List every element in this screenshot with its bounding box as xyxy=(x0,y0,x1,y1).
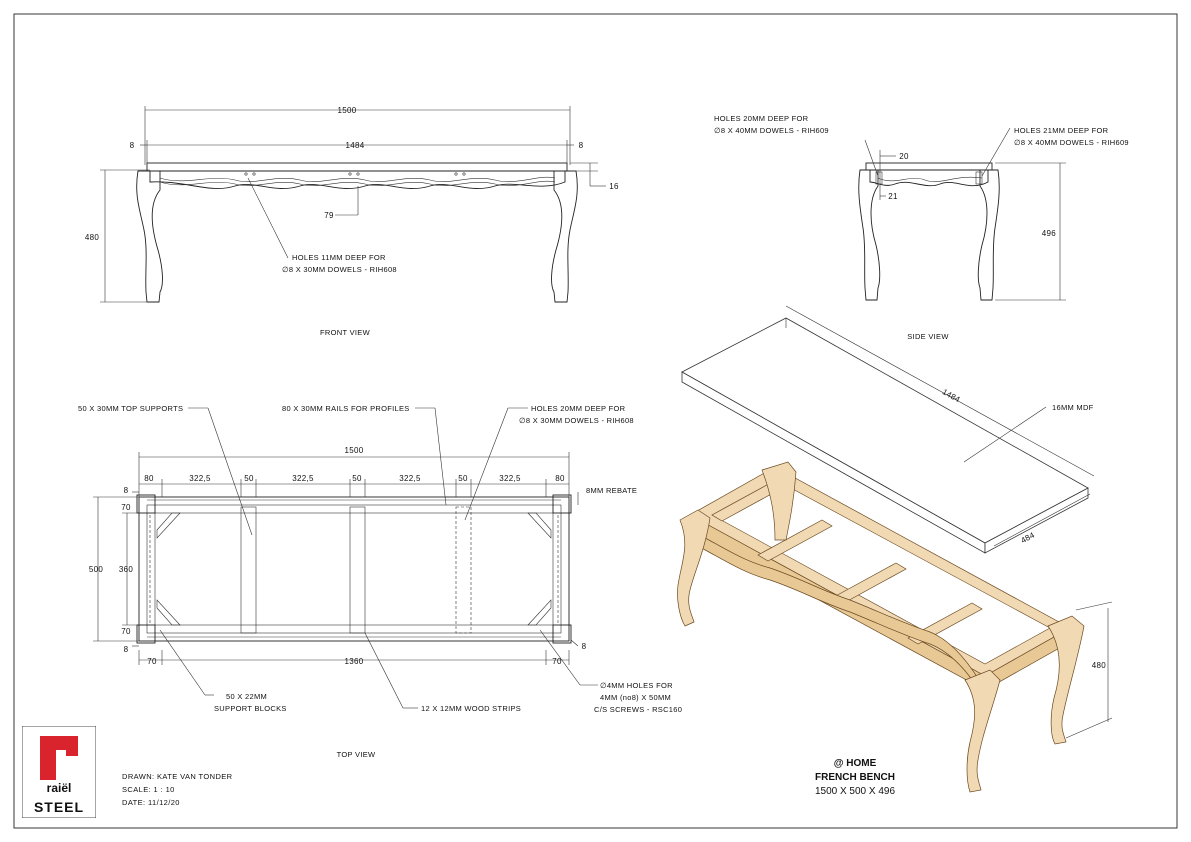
front-note-line2: ∅8 X 30MM DOWELS - RIH608 xyxy=(282,265,397,274)
side-dim-20: 20 xyxy=(899,152,909,161)
top-dim-seg: 322,5 xyxy=(292,474,314,483)
side-note-right-2: ∅8 X 40MM DOWELS - RIH609 xyxy=(1014,138,1129,147)
side-note-right-1: HOLES 21MM DEEP FOR xyxy=(1014,126,1109,135)
top-dim-seg: 50 xyxy=(244,474,254,483)
top-dim-seg: 322,5 xyxy=(189,474,211,483)
logo-brand-top: raiël xyxy=(47,781,72,795)
top-dim-left8-bot: 8 xyxy=(124,645,129,654)
top-dim-left8-top: 8 xyxy=(124,486,129,495)
front-note-line1: HOLES 11MM DEEP FOR xyxy=(292,253,386,262)
side-dim-height: 496 xyxy=(1042,229,1056,238)
callout-blocks-line2: SUPPORT BLOCKS xyxy=(214,704,287,713)
top-dim-seg: 322,5 xyxy=(399,474,421,483)
logo-brand-bottom: STEEL xyxy=(34,799,84,815)
front-dim-overall: 1500 xyxy=(338,106,357,115)
side-note-left-2: ∅8 X 40MM DOWELS - RIH609 xyxy=(714,126,829,135)
project-line1: @ HOME xyxy=(833,758,877,769)
side-dim-21: 21 xyxy=(888,192,898,201)
top-dim-seg: 80 xyxy=(144,474,154,483)
front-dim-right-offset: 8 xyxy=(579,141,584,150)
front-dim-height: 480 xyxy=(85,233,99,242)
top-dim-seg: 80 xyxy=(555,474,565,483)
top-dim-overall: 1500 xyxy=(345,446,364,455)
top-view xyxy=(93,407,598,709)
top-dim-segments: 80 322,5 50 322,5 50 322,5 50 322,5 80 xyxy=(144,474,565,483)
top-dim-top70: 70 xyxy=(121,503,131,512)
callout-holes-line1: HOLES 20MM DEEP FOR xyxy=(531,404,626,413)
callout-screws-line2: 4MM (no8) X 50MM xyxy=(600,693,671,702)
side-view-label: SIDE VIEW xyxy=(907,332,949,341)
top-dim-bottom-left70: 70 xyxy=(147,657,157,666)
front-dim-apron: 79 xyxy=(324,211,334,220)
drawn-by: DRAWN: KATE VAN TONDER xyxy=(122,772,233,781)
front-dim-inner: 1484 xyxy=(346,141,365,150)
callout-screws-line1: ∅4MM HOLES FOR xyxy=(600,681,673,690)
side-view xyxy=(858,127,1066,301)
top-view-label: TOP VIEW xyxy=(337,750,376,759)
callout-screws-line3: C/S SCREWS - RSC160 xyxy=(594,705,682,714)
top-dim-inner: 360 xyxy=(119,565,133,574)
top-dim-right8: 8 xyxy=(582,642,587,651)
top-dim-width: 500 xyxy=(89,565,103,574)
iso-dim-height: 480 xyxy=(1092,661,1106,670)
company-logo: raiël STEEL xyxy=(21,725,97,819)
sheet-border xyxy=(13,13,1178,829)
top-dim-seg: 50 xyxy=(458,474,468,483)
top-dim-seg: 322,5 xyxy=(499,474,521,483)
callout-top-supports: 50 X 30MM TOP SUPPORTS xyxy=(78,404,183,413)
date: DATE: 11/12/20 xyxy=(122,798,180,807)
callout-blocks-line1: 50 X 22MM xyxy=(226,692,267,701)
iso-view xyxy=(677,305,1113,793)
callout-rebate: 8MM REBATE xyxy=(586,486,637,495)
project-line3: 1500 X 500 X 496 xyxy=(814,786,896,797)
callout-holes-line2: ∅8 X 30MM DOWELS - RIH608 xyxy=(519,416,634,425)
callout-strips: 12 X 12MM WOOD STRIPS xyxy=(421,704,521,713)
scale: SCALE: 1 : 10 xyxy=(122,785,175,794)
project-line2: FRENCH BENCH xyxy=(815,772,895,783)
iso-dim-length: 1484 xyxy=(941,387,962,404)
top-dim-bot70: 70 xyxy=(121,627,131,636)
front-view xyxy=(100,106,606,303)
front-dim-top-thickness: 16 xyxy=(609,182,619,191)
front-view-label: FRONT VIEW xyxy=(320,328,371,337)
iso-mdf-label: 16MM MDF xyxy=(1052,403,1094,412)
top-dim-bottom-right70: 70 xyxy=(552,657,562,666)
side-note-left-1: HOLES 20MM DEEP FOR xyxy=(714,114,809,123)
callout-rails: 80 X 30MM RAILS FOR PROFILES xyxy=(282,404,410,413)
top-dim-seg: 50 xyxy=(352,474,362,483)
front-dim-left-offset: 8 xyxy=(130,141,135,150)
top-dim-bottom-mid: 1360 xyxy=(345,657,364,666)
